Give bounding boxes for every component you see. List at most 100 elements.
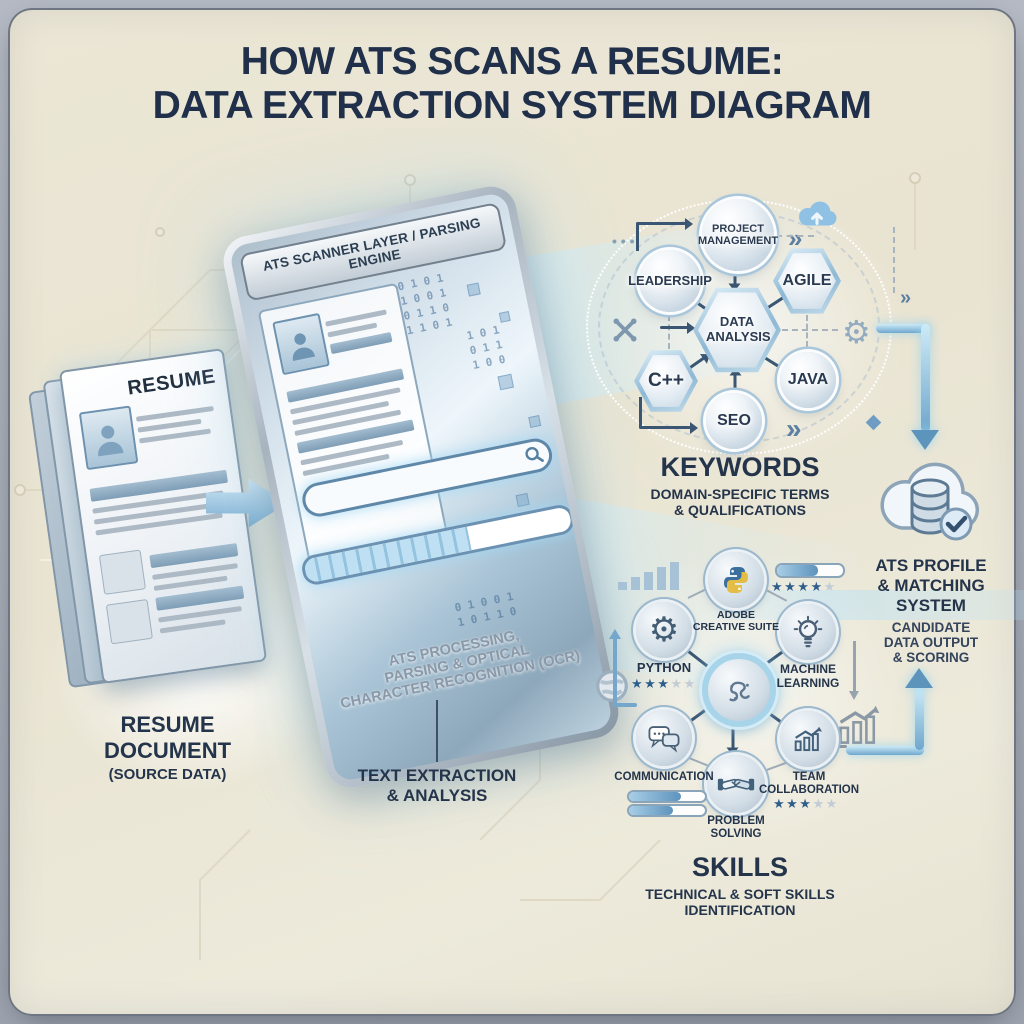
search-bar xyxy=(299,435,556,520)
arrow-down xyxy=(911,430,939,450)
ats-profile-sub3: & SCORING xyxy=(892,650,970,665)
pixel-fragment xyxy=(528,415,542,428)
keywords-sub2: & QUALIFICATIONS xyxy=(674,502,806,518)
keyword-node-seo: SEO xyxy=(706,393,762,449)
keywords-cluster: • • • » » » ⚙ xyxy=(580,185,940,475)
keyword-node-project-management: PROJECT MANAGEMENT xyxy=(698,199,778,271)
resume-photo xyxy=(78,405,139,471)
title-line-2: DATA EXTRACTION SYSTEM DIAGRAM xyxy=(152,84,872,128)
title-line-1: HOW ATS SCANS A RESUME: xyxy=(240,40,784,83)
star-rating: ★★★★★ xyxy=(631,676,697,691)
ats-profile-line2: & MATCHING xyxy=(877,576,985,595)
skill-node-team-collaboration xyxy=(780,711,836,767)
dashed-connector xyxy=(806,315,808,347)
tools-icon xyxy=(610,315,640,345)
connector-line xyxy=(853,641,856,693)
keyword-label: PROJECT MANAGEMENT xyxy=(697,222,779,247)
ats-scanner-panel: ATS SCANNER LAYER / PARSING ENGINE 0 1 0… xyxy=(218,181,624,793)
cloud-upload-icon xyxy=(792,197,842,231)
star-rating: ★★★★★ xyxy=(771,579,837,594)
skills-sub2: IDENTIFICATION xyxy=(684,902,796,918)
resume-side-lines xyxy=(148,536,250,640)
keyword-node-leadership: LEADERSHIP xyxy=(628,250,712,312)
handshake-icon xyxy=(717,778,755,791)
skills-hub xyxy=(702,653,776,727)
flow-elbow-vertical xyxy=(921,324,930,432)
keyword-label: SEO xyxy=(717,412,751,430)
text-line xyxy=(325,309,387,327)
resume-document: RESUME xyxy=(27,347,288,698)
binary-data: 0 1 0 0 1 1 0 1 1 0 xyxy=(453,589,518,630)
parsing-hub-icon xyxy=(729,681,750,702)
skill-label: MACHINE LEARNING xyxy=(776,662,840,690)
python-logo-icon xyxy=(724,567,748,593)
keywords-sub1: DOMAIN-SPECIFIC TERMS xyxy=(650,486,830,502)
scanned-resume-preview xyxy=(257,282,450,572)
text-line xyxy=(135,405,214,422)
dashed-connector xyxy=(893,227,895,293)
skill-node-machine-learning xyxy=(780,604,836,660)
skill-label: PROBLEM SOLVING xyxy=(707,815,765,841)
preview-header-lines xyxy=(324,303,398,361)
skills-heading: SKILLS TECHNICAL & SOFT SKILLS IDENTIFIC… xyxy=(580,852,900,918)
skill-label: ADOBE CREATIVE SUITE xyxy=(692,609,780,634)
pixel-fragment xyxy=(466,282,481,297)
chevron-icon: » xyxy=(788,223,803,253)
dashed-connector xyxy=(668,315,670,349)
skill-node-python: ⚙ xyxy=(636,602,692,658)
skills-sub1: TECHNICAL & SOFT SKILLS xyxy=(645,886,835,902)
keyword-label: AGILE xyxy=(782,272,832,290)
scanner-caption-line1: TEXT EXTRACTION xyxy=(357,766,517,785)
loop-arrow-left xyxy=(609,629,639,713)
rating-meter xyxy=(627,804,707,817)
search-icon xyxy=(521,442,547,468)
arrow-up xyxy=(905,668,933,688)
star-rating: ★★★★★ xyxy=(773,796,839,811)
lightbulb-icon xyxy=(793,615,823,648)
portfolio-box xyxy=(105,598,153,645)
keyword-node-java: JAVA xyxy=(780,352,836,408)
resume-page-title: RESUME xyxy=(126,365,217,400)
arrow xyxy=(639,421,698,434)
dots-icon: • • • xyxy=(612,233,635,249)
keyword-label: JAVA xyxy=(787,371,829,389)
preview-photo xyxy=(272,312,330,376)
trend-chart-decor-icon xyxy=(835,703,883,749)
ats-profile-sub2: DATA OUTPUT xyxy=(883,635,979,650)
skill-label: COMMUNICATION xyxy=(614,771,714,783)
check-icon xyxy=(939,507,973,541)
arrow-down-small xyxy=(849,691,859,700)
arrow xyxy=(733,374,737,393)
keyword-label: LEADERSHIP xyxy=(628,272,712,288)
panel-process-caption: ATS PROCESSING, PARSING & OPTICAL CHARAC… xyxy=(314,613,600,716)
gear-icon: ⚙ xyxy=(648,611,680,649)
bar-chart-icon xyxy=(618,560,682,590)
person-icon xyxy=(292,333,316,361)
chevron-icon: » xyxy=(786,413,802,444)
skills-title: SKILLS xyxy=(691,852,788,882)
scanner-caption-line2: & ANALYSIS xyxy=(386,786,488,805)
resume-caption-line2: DOCUMENT xyxy=(103,738,232,763)
skills-cluster: ★★★★★ xyxy=(585,545,895,850)
chevron-icon: » xyxy=(900,287,912,309)
ats-profile-heading: ATS PROFILE & MATCHING SYSTEM CANDIDATE … xyxy=(856,556,1006,665)
panel-glass: ATS SCANNER LAYER / PARSING ENGINE 0 1 0… xyxy=(228,191,614,783)
section-bar xyxy=(329,331,393,355)
gear-icon: ⚙ xyxy=(842,314,871,350)
rating-meter xyxy=(627,790,707,803)
connector-line xyxy=(436,700,438,762)
ats-profile-sub1: CANDIDATE xyxy=(891,620,971,635)
skill-node-problem-solving xyxy=(707,755,765,813)
arrow xyxy=(636,217,693,230)
resume-caption: RESUME DOCUMENT (SOURCE DATA) xyxy=(55,712,280,783)
skill-node-adobe-creative-suite xyxy=(708,552,764,608)
elbow-line xyxy=(636,223,639,251)
skill-node-communication xyxy=(636,710,692,766)
flow-elbow-horizontal xyxy=(846,746,924,755)
pixel-fragment xyxy=(497,373,515,391)
elbow-line xyxy=(639,397,642,428)
page-title: HOW ATS SCANS A RESUME: DATA EXTRACTION … xyxy=(0,40,1024,129)
text-line xyxy=(159,619,226,634)
